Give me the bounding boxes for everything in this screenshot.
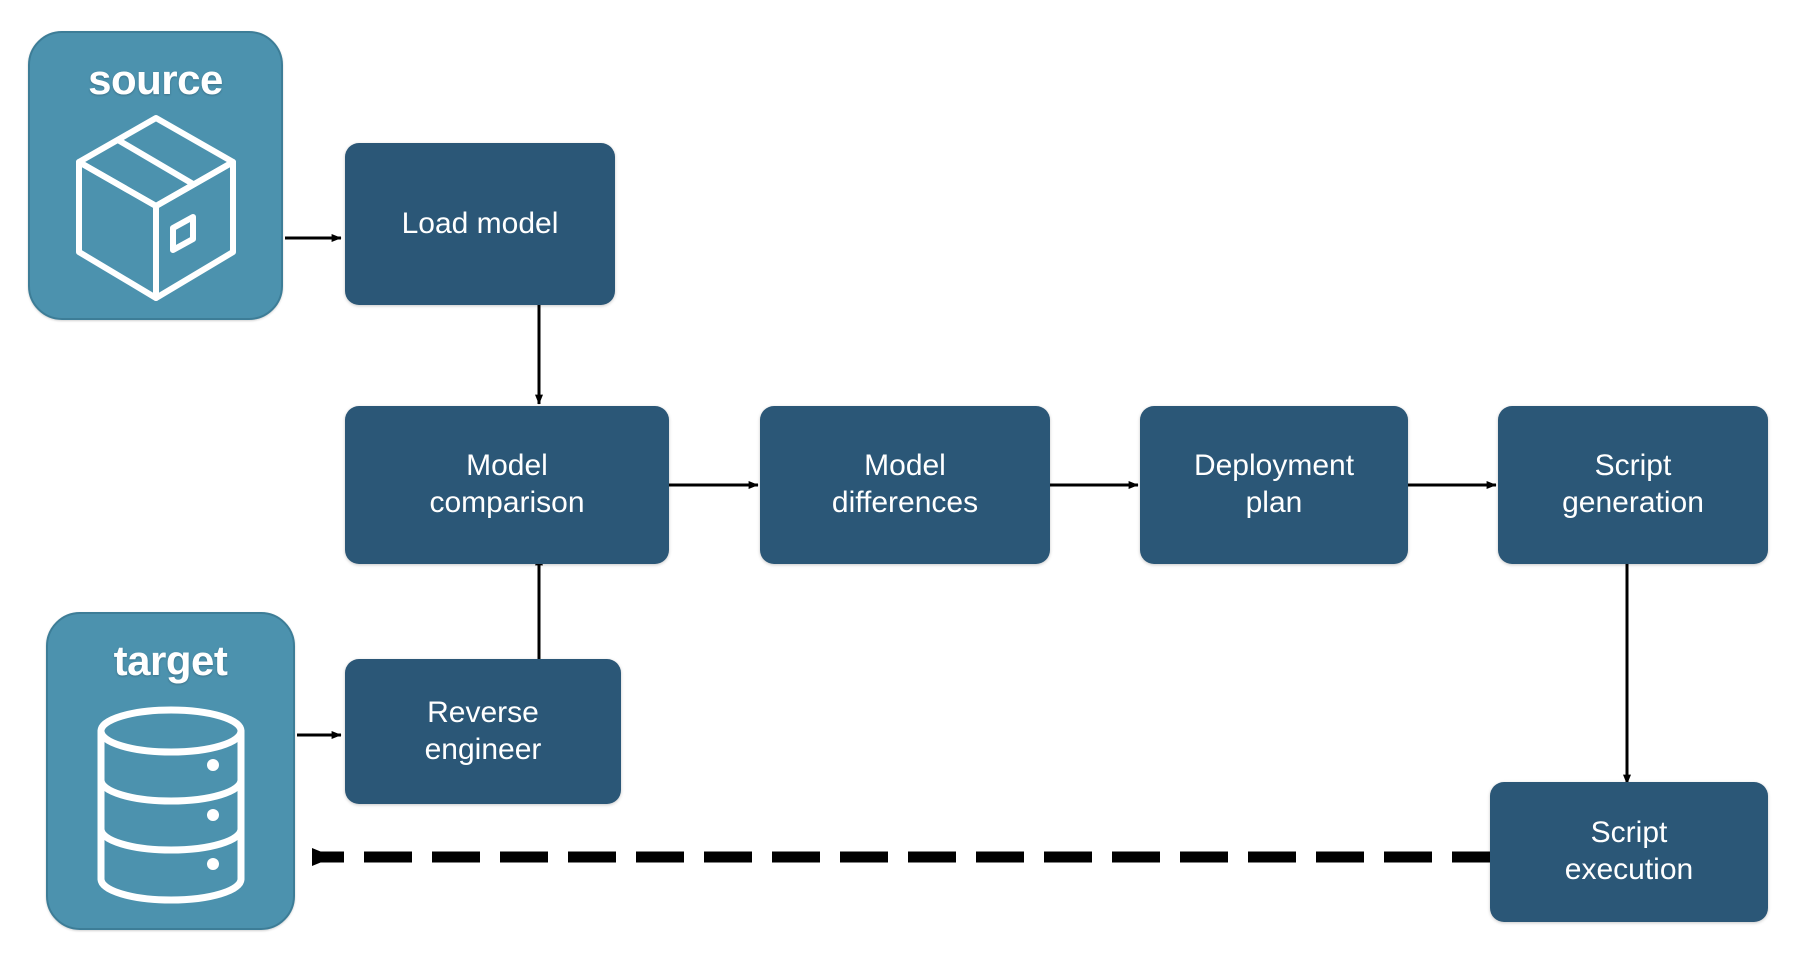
- database-cylinder-icon: [48, 682, 293, 928]
- endpoint-target-label: target: [113, 637, 228, 684]
- node-reverse-engineer[interactable]: Reverse engineer: [345, 659, 621, 804]
- node-model-comparison-label: Model comparison: [429, 449, 585, 519]
- node-script-generation-label: Script generation: [1562, 449, 1704, 519]
- node-reverse-engineer-label: Reverse engineer: [424, 695, 542, 766]
- node-script-execution-label: Script execution: [1564, 816, 1694, 886]
- package-box-icon: [30, 101, 281, 318]
- endpoint-source-label: source: [88, 56, 223, 103]
- endpoint-source[interactable]: source: [28, 31, 283, 320]
- node-load-model-label: Load model: [401, 206, 559, 240]
- node-load-model[interactable]: Load model: [345, 143, 615, 305]
- node-deployment-plan-label: Deployment plan: [1193, 449, 1355, 519]
- node-script-execution[interactable]: Script execution: [1490, 782, 1768, 922]
- endpoint-target[interactable]: target: [46, 612, 295, 930]
- node-model-differences[interactable]: Model differences: [760, 406, 1050, 564]
- node-model-comparison[interactable]: Model comparison: [345, 406, 669, 564]
- node-deployment-plan[interactable]: Deployment plan: [1140, 406, 1408, 564]
- node-model-differences-label: Model differences: [831, 449, 979, 519]
- node-script-generation[interactable]: Script generation: [1498, 406, 1768, 564]
